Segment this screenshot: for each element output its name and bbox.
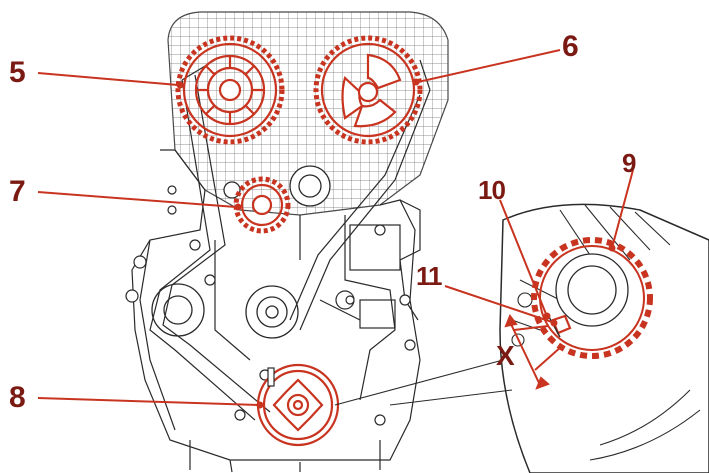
detail-magnifier — [334, 203, 709, 473]
timing-belt — [149, 59, 431, 421]
idler-pulley-7 — [233, 176, 291, 234]
callout-5: 5 — [9, 56, 26, 89]
dimension-x — [504, 313, 563, 390]
callout-10: 10 — [478, 175, 506, 205]
leader-lines — [37, 49, 634, 409]
dimension-x-label: X — [496, 340, 515, 371]
camshaft-pulley-intake — [175, 35, 285, 145]
callout-7: 7 — [9, 175, 26, 208]
callout-9: 9 — [622, 148, 637, 178]
block-bolts — [125, 185, 416, 426]
callout-11: 11 — [416, 261, 442, 291]
tensioner-pulley — [151, 165, 331, 339]
callout-8: 8 — [9, 381, 26, 414]
camshaft-pulley-exhaust — [313, 35, 423, 145]
callout-6: 6 — [562, 30, 579, 63]
